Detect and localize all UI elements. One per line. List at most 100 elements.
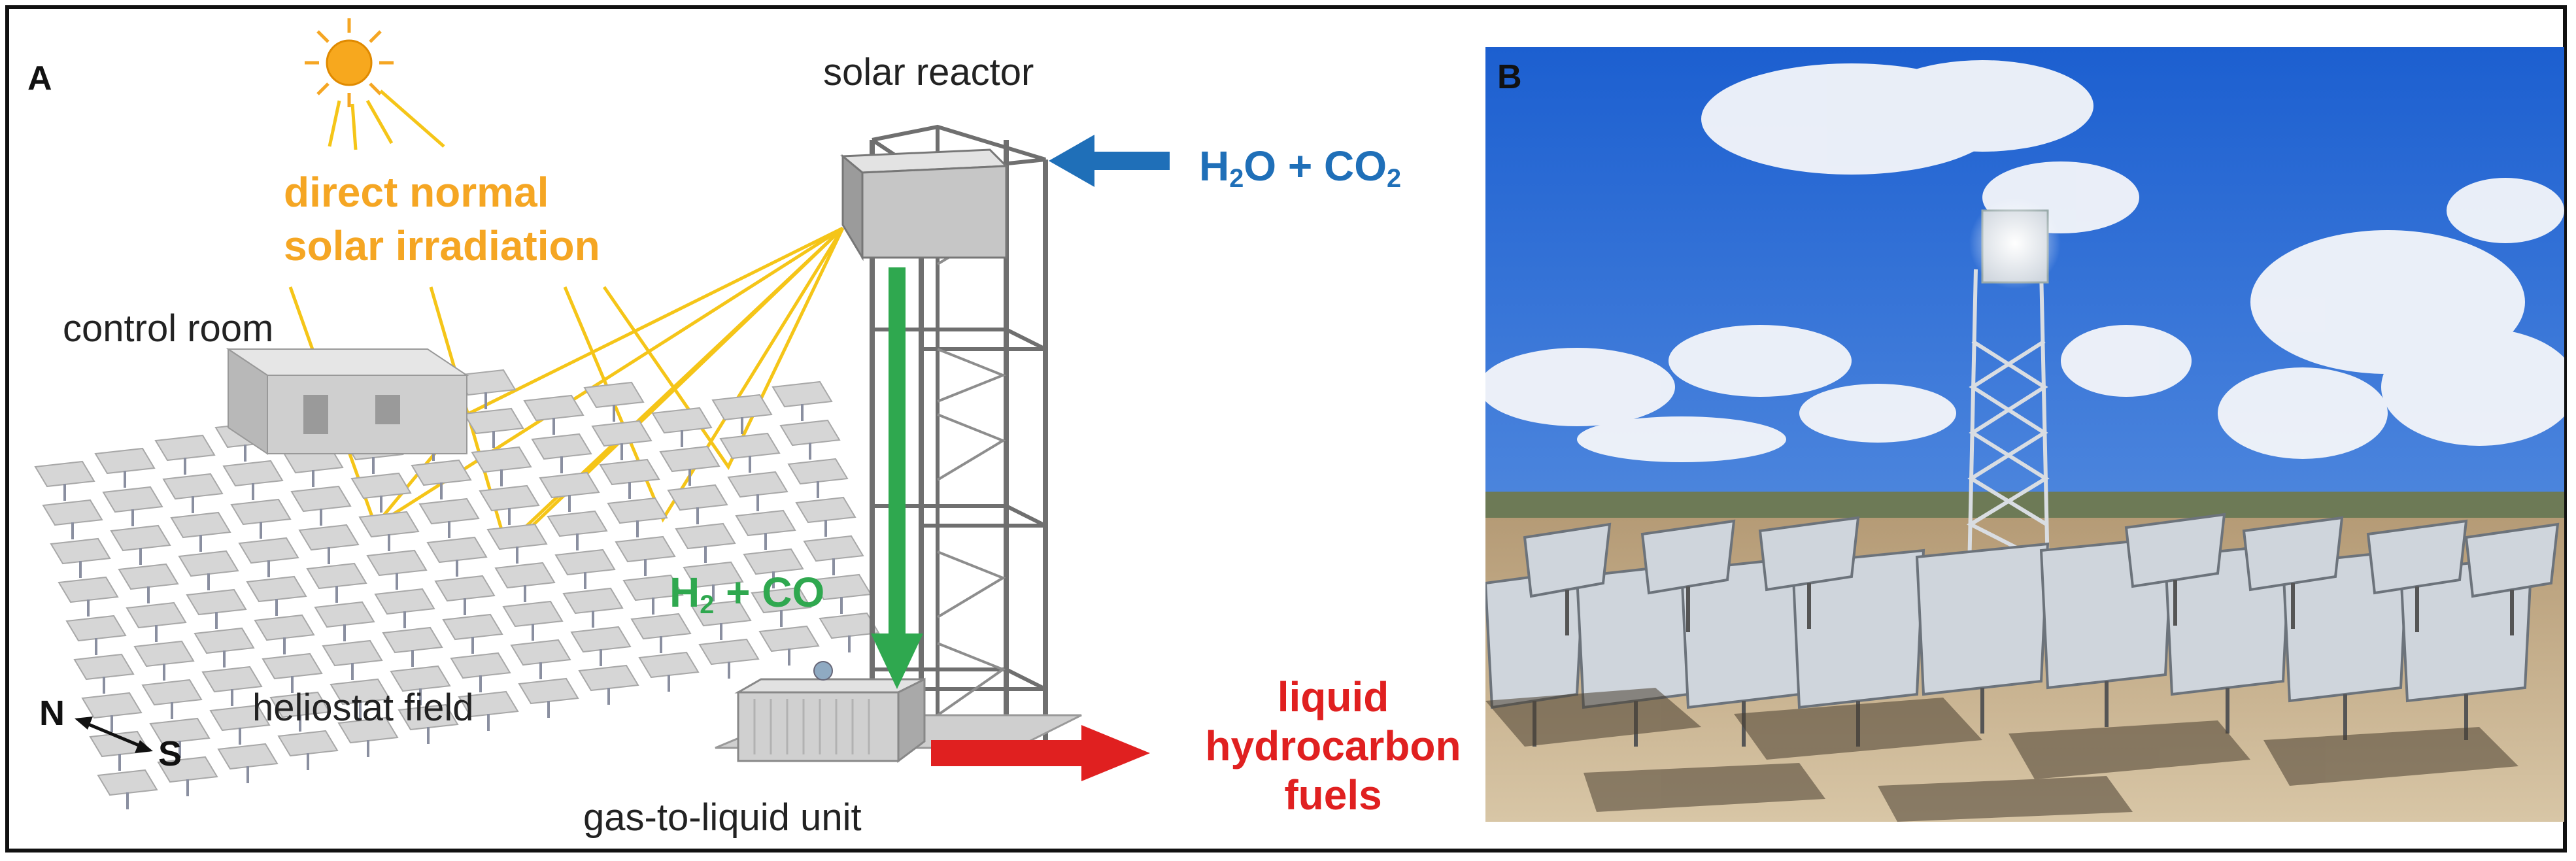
heliostat — [178, 550, 239, 577]
input-sub-2a: 2 — [1229, 163, 1244, 193]
dni-label-line2: solar irradiation — [284, 222, 600, 269]
heliostat — [471, 446, 532, 473]
syngas-sub-2: 2 — [700, 590, 715, 619]
heliostat — [97, 769, 158, 796]
heliostat — [583, 381, 645, 409]
heliostat — [65, 615, 127, 642]
heliostat — [630, 613, 692, 640]
heliostat — [390, 665, 451, 692]
heliostat — [262, 652, 323, 680]
dni-label-line1: direct normal — [284, 169, 549, 216]
heliostat — [486, 523, 548, 550]
heliostat — [607, 497, 668, 524]
heliostat — [157, 756, 218, 783]
heliostat — [599, 458, 660, 486]
heliostat — [201, 666, 263, 693]
heliostat — [254, 614, 315, 641]
heliostat — [217, 743, 279, 770]
receiver-glow — [1969, 197, 2061, 289]
output-label-line1: liquid — [1277, 673, 1389, 720]
heliostat — [735, 509, 796, 537]
heliostat — [330, 678, 391, 705]
heliostat — [711, 394, 773, 421]
syngas-h: H — [669, 569, 700, 616]
horizon-trees — [1485, 492, 2564, 521]
heliostat — [306, 562, 367, 590]
heliostat — [659, 445, 720, 473]
heliostat — [518, 677, 579, 705]
gas-to-liquid-container — [734, 661, 926, 763]
heliostat — [374, 588, 435, 615]
heliostat — [450, 652, 511, 679]
heliostat — [186, 588, 247, 616]
heliostat — [690, 599, 752, 627]
compass-s: S — [158, 734, 182, 773]
heliostat — [531, 433, 592, 460]
heliostat — [615, 535, 676, 563]
heliostats-in-photo — [1485, 513, 2560, 747]
output-arrow — [931, 725, 1150, 781]
heliostat — [81, 692, 143, 719]
heliostat — [698, 638, 760, 666]
heliostat — [758, 625, 820, 652]
heliostat — [570, 626, 632, 653]
photo-heliostat — [1640, 519, 1736, 595]
sun-icon — [305, 18, 394, 107]
heliostat — [58, 576, 119, 603]
heliostat — [494, 562, 556, 589]
heliostat — [269, 691, 331, 718]
heliostat — [502, 600, 564, 628]
heliostat — [683, 561, 744, 588]
photo-heliostat — [1915, 542, 2050, 696]
syngas-label: H2 + CO — [669, 571, 824, 618]
heliostat — [510, 639, 571, 666]
photo-heliostat — [2464, 522, 2560, 598]
heliostat — [141, 679, 203, 706]
heliostat — [547, 510, 608, 537]
heliostat — [719, 432, 781, 460]
heliostat — [73, 653, 135, 681]
heliostat — [411, 459, 472, 486]
heliostat — [238, 537, 299, 564]
tower-in-photo — [1966, 269, 2050, 571]
heliostat — [479, 484, 540, 512]
heliostat — [622, 574, 684, 601]
heliostat — [751, 586, 812, 614]
input-o-co: O + CO — [1244, 143, 1387, 190]
photo-heliostat — [2124, 513, 2226, 588]
heliostat — [126, 601, 187, 629]
heliostat — [442, 613, 503, 641]
output-label-line3: fuels — [1284, 771, 1382, 819]
diagram-illustration — [34, 18, 1170, 809]
heliostat — [418, 498, 480, 525]
syngas-arrow — [871, 267, 923, 689]
control-room-label: control room — [63, 307, 274, 350]
panel-a-letter: A — [27, 59, 52, 97]
compass-arrow-icon — [75, 717, 153, 753]
figure-frame: A solar reactor direct normal solar irra… — [5, 5, 2567, 853]
photo-heliostat — [1523, 522, 1612, 598]
heliostat — [562, 587, 624, 615]
photo-heliostat — [2242, 516, 2344, 592]
heliostat — [322, 639, 383, 667]
input-arrow — [1049, 135, 1170, 187]
heliostat — [246, 575, 307, 603]
compass-n: N — [39, 694, 65, 733]
heliostat — [102, 486, 163, 513]
heliostat — [426, 536, 488, 564]
heliostat — [743, 548, 804, 575]
heliostat — [337, 717, 399, 744]
heliostat — [118, 563, 179, 590]
heliostat — [42, 499, 103, 526]
input-label: H2O + CO2 — [1199, 145, 1401, 192]
heliostat — [34, 460, 95, 488]
solar-reactor-receiver — [840, 148, 1009, 262]
heliostat — [638, 651, 700, 679]
clouds — [1485, 60, 2564, 462]
photo-heliostat — [2366, 519, 2468, 595]
panel-a-diagram: A solar reactor direct normal solar irra… — [9, 9, 1474, 856]
photo-heliostat — [1758, 516, 1860, 592]
heliostat — [277, 730, 339, 757]
heliostat — [358, 511, 420, 538]
gas-to-liquid-label: gas-to-liquid unit — [583, 796, 862, 839]
